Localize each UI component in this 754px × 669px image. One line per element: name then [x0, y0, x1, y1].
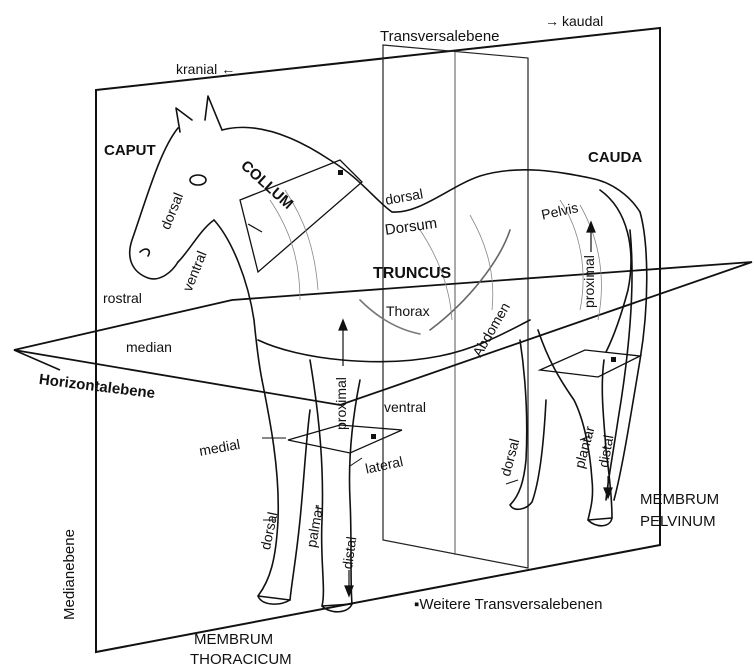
arrow-left-icon: ← — [221, 61, 235, 77]
thorax-label: Thorax — [386, 304, 430, 318]
foreleg-plane-marker — [371, 434, 376, 439]
truncus-label: TRUNCUS — [373, 266, 451, 282]
cauda-label: CAUDA — [588, 150, 642, 165]
kaudal-label: →kaudal — [545, 14, 603, 28]
proximal-hind-label: proximal — [582, 255, 596, 308]
membrum-pelvinum-line1: MEMBRUM — [640, 492, 719, 507]
collum-plane-marker — [338, 170, 343, 175]
weitere-transversal-label: ▪Weitere Transversalebenen — [414, 597, 603, 612]
median-plane — [96, 28, 660, 652]
horse-outline — [130, 96, 647, 612]
ventral-body-label: ventral — [384, 400, 426, 414]
arrow-right-icon: → — [545, 13, 559, 29]
median-label: median — [126, 340, 172, 354]
kaudal-text: kaudal — [562, 13, 603, 29]
membrum-pelvinum-line2: PELVINUM — [640, 514, 716, 529]
membrum-thoracicum-line2: THORACICUM — [190, 652, 292, 667]
membrum-thoracicum-line1: MEMBRUM — [194, 632, 273, 647]
rostral-label: rostral — [103, 291, 142, 305]
median-plane-label: Medianebene — [62, 529, 77, 620]
weitere-text: Weitere Transversalebenen — [419, 596, 602, 613]
hindleg-plane-marker — [611, 357, 616, 362]
transversal-plane-label: Transversalebene — [380, 29, 500, 44]
kranial-label: kranial← — [176, 62, 235, 76]
caput-label: CAPUT — [104, 143, 156, 158]
proximal-fore-label: proximal — [334, 377, 348, 430]
kranial-text: kranial — [176, 61, 217, 77]
